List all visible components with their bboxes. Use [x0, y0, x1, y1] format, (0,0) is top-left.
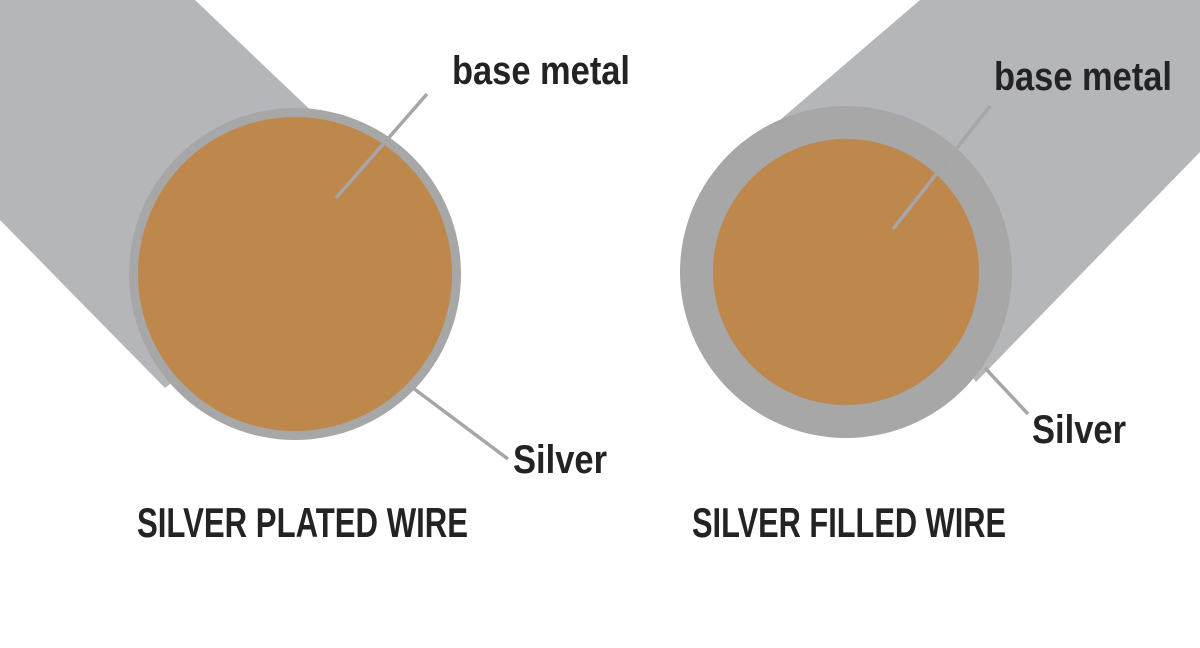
filled-wire-title: SILVER FILLED WIRE [692, 499, 1006, 546]
plated-silver-leader [411, 386, 510, 461]
plated-silver-label: Silver [513, 438, 607, 482]
filled-base-metal-label: base metal [994, 55, 1172, 99]
plated-base-metal-leader [334, 92, 429, 200]
plated-wire-illustration: base metal Silver SILVER PLATED WIRE [0, 0, 630, 546]
filled-base-metal-core [713, 139, 979, 405]
filled-wire-illustration: base metal Silver SILVER FILLED WIRE [680, 0, 1200, 546]
filled-silver-label: Silver [1032, 408, 1126, 452]
plated-base-metal-core [138, 117, 452, 431]
plated-base-metal-label: base metal [452, 49, 630, 93]
filled-silver-leader [983, 366, 1030, 416]
plated-wire-title: SILVER PLATED WIRE [137, 499, 468, 546]
filled-base-metal-leader [891, 104, 992, 231]
